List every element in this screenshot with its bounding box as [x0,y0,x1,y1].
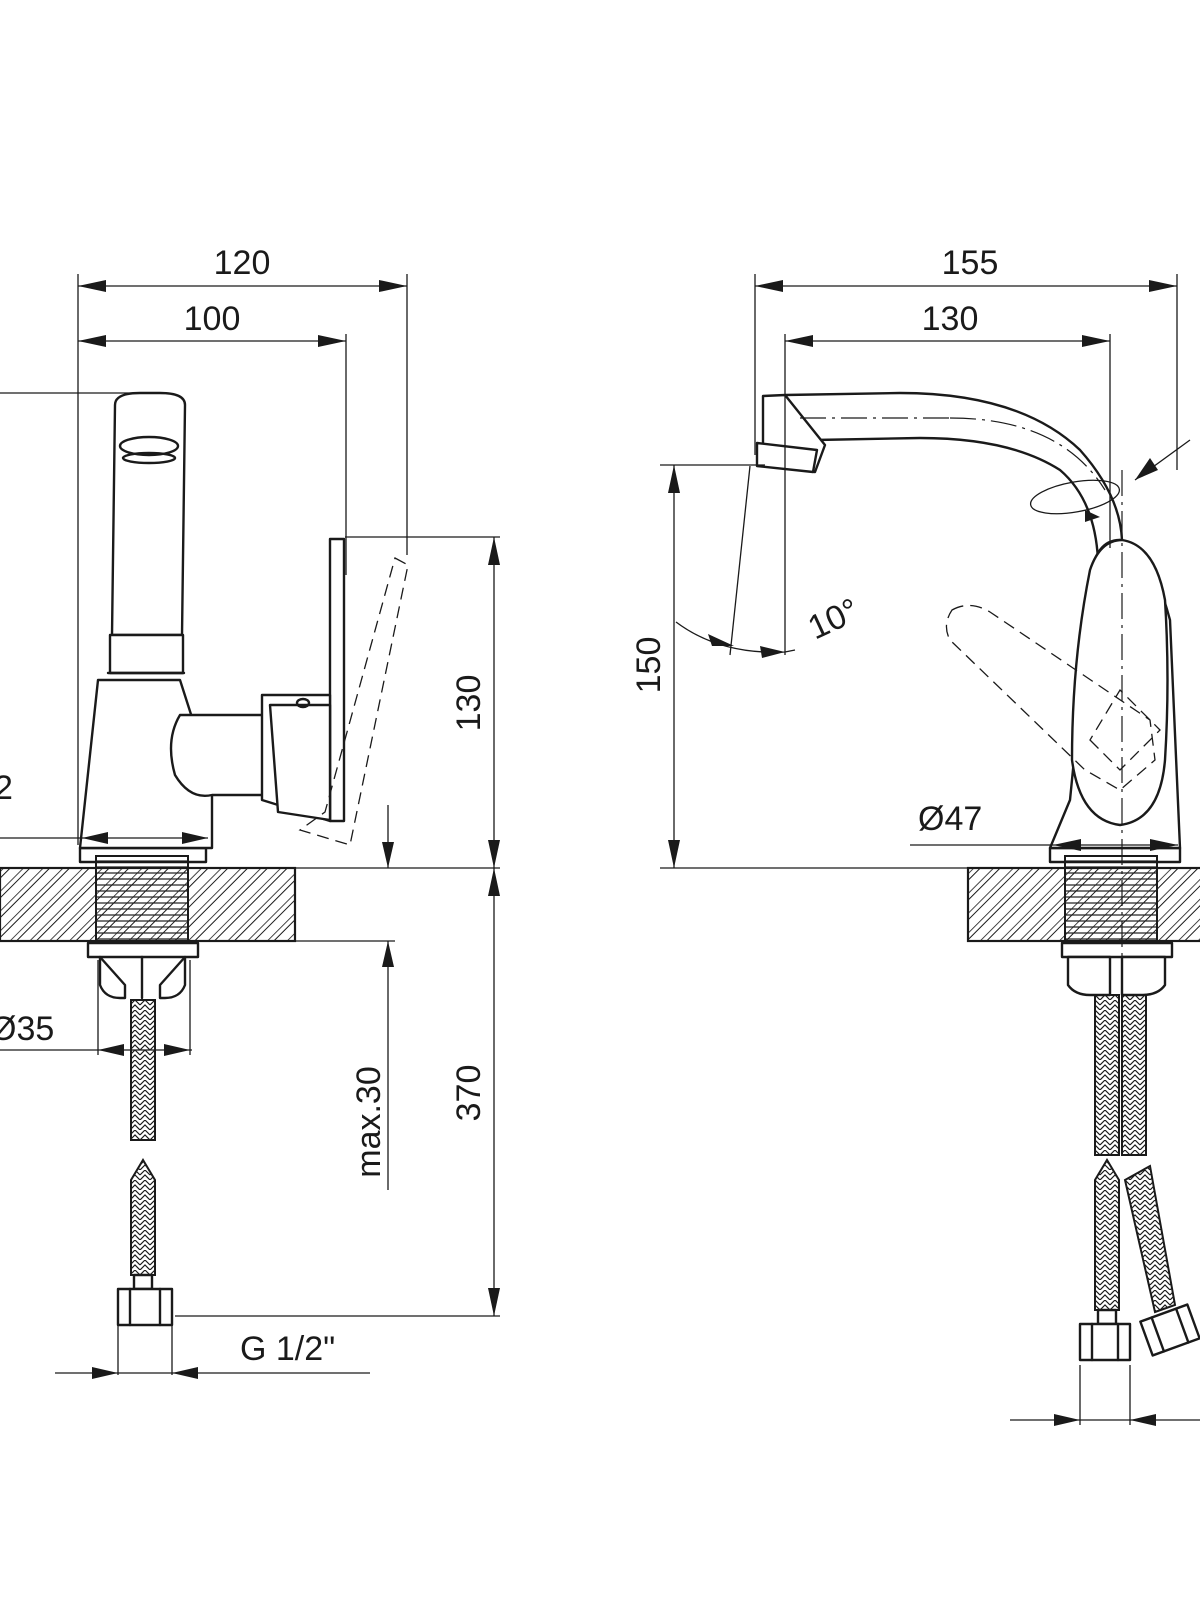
front-width-handle-label: 100 [184,300,241,338]
front-base-diameter-label: Ø35 [0,1010,54,1048]
front-width-total-label: 120 [214,244,271,282]
front-connection-label: G 1/2" [240,1330,335,1368]
side-angle-label: 10° [802,591,865,647]
front-max-thickness-label: max.30 [350,1066,388,1178]
front-thread-label: 2 [0,769,13,807]
side-handle-dashed [945,604,1156,791]
side-hose-nut-1 [1078,1322,1132,1362]
side-swivel-indicator [1029,479,1121,515]
front-spout-column [110,391,187,637]
side-view: 155 130 150 10° Ø47 [630,244,1200,1426]
side-handle-lever [1070,538,1169,827]
side-hose-2-upper [1121,994,1147,1156]
side-base-diameter-label: Ø47 [918,800,982,838]
front-shank [95,855,189,949]
side-spout-height-label: 150 [630,637,668,694]
side-hose-nut-2 [1139,1303,1200,1357]
side-hose-1-lower [1094,1158,1120,1311]
front-handle-dashed [298,557,409,846]
side-width-total-label: 155 [942,244,999,282]
front-view: 120 100 130 2 Ø35 max.30 370 G 1/2" [0,244,500,1379]
side-hose-1-upper [1094,994,1120,1156]
front-hose-length-label: 370 [450,1065,488,1122]
front-hose-lower [130,1158,156,1276]
front-handle-plate [328,537,346,823]
side-hose-2-lower [1123,1164,1177,1314]
front-height-body-label: 130 [450,675,488,732]
front-hose-upper [130,999,156,1141]
side-shank [1064,855,1158,949]
front-hose-nut [116,1287,174,1327]
side-width-spout-label: 130 [922,300,979,338]
